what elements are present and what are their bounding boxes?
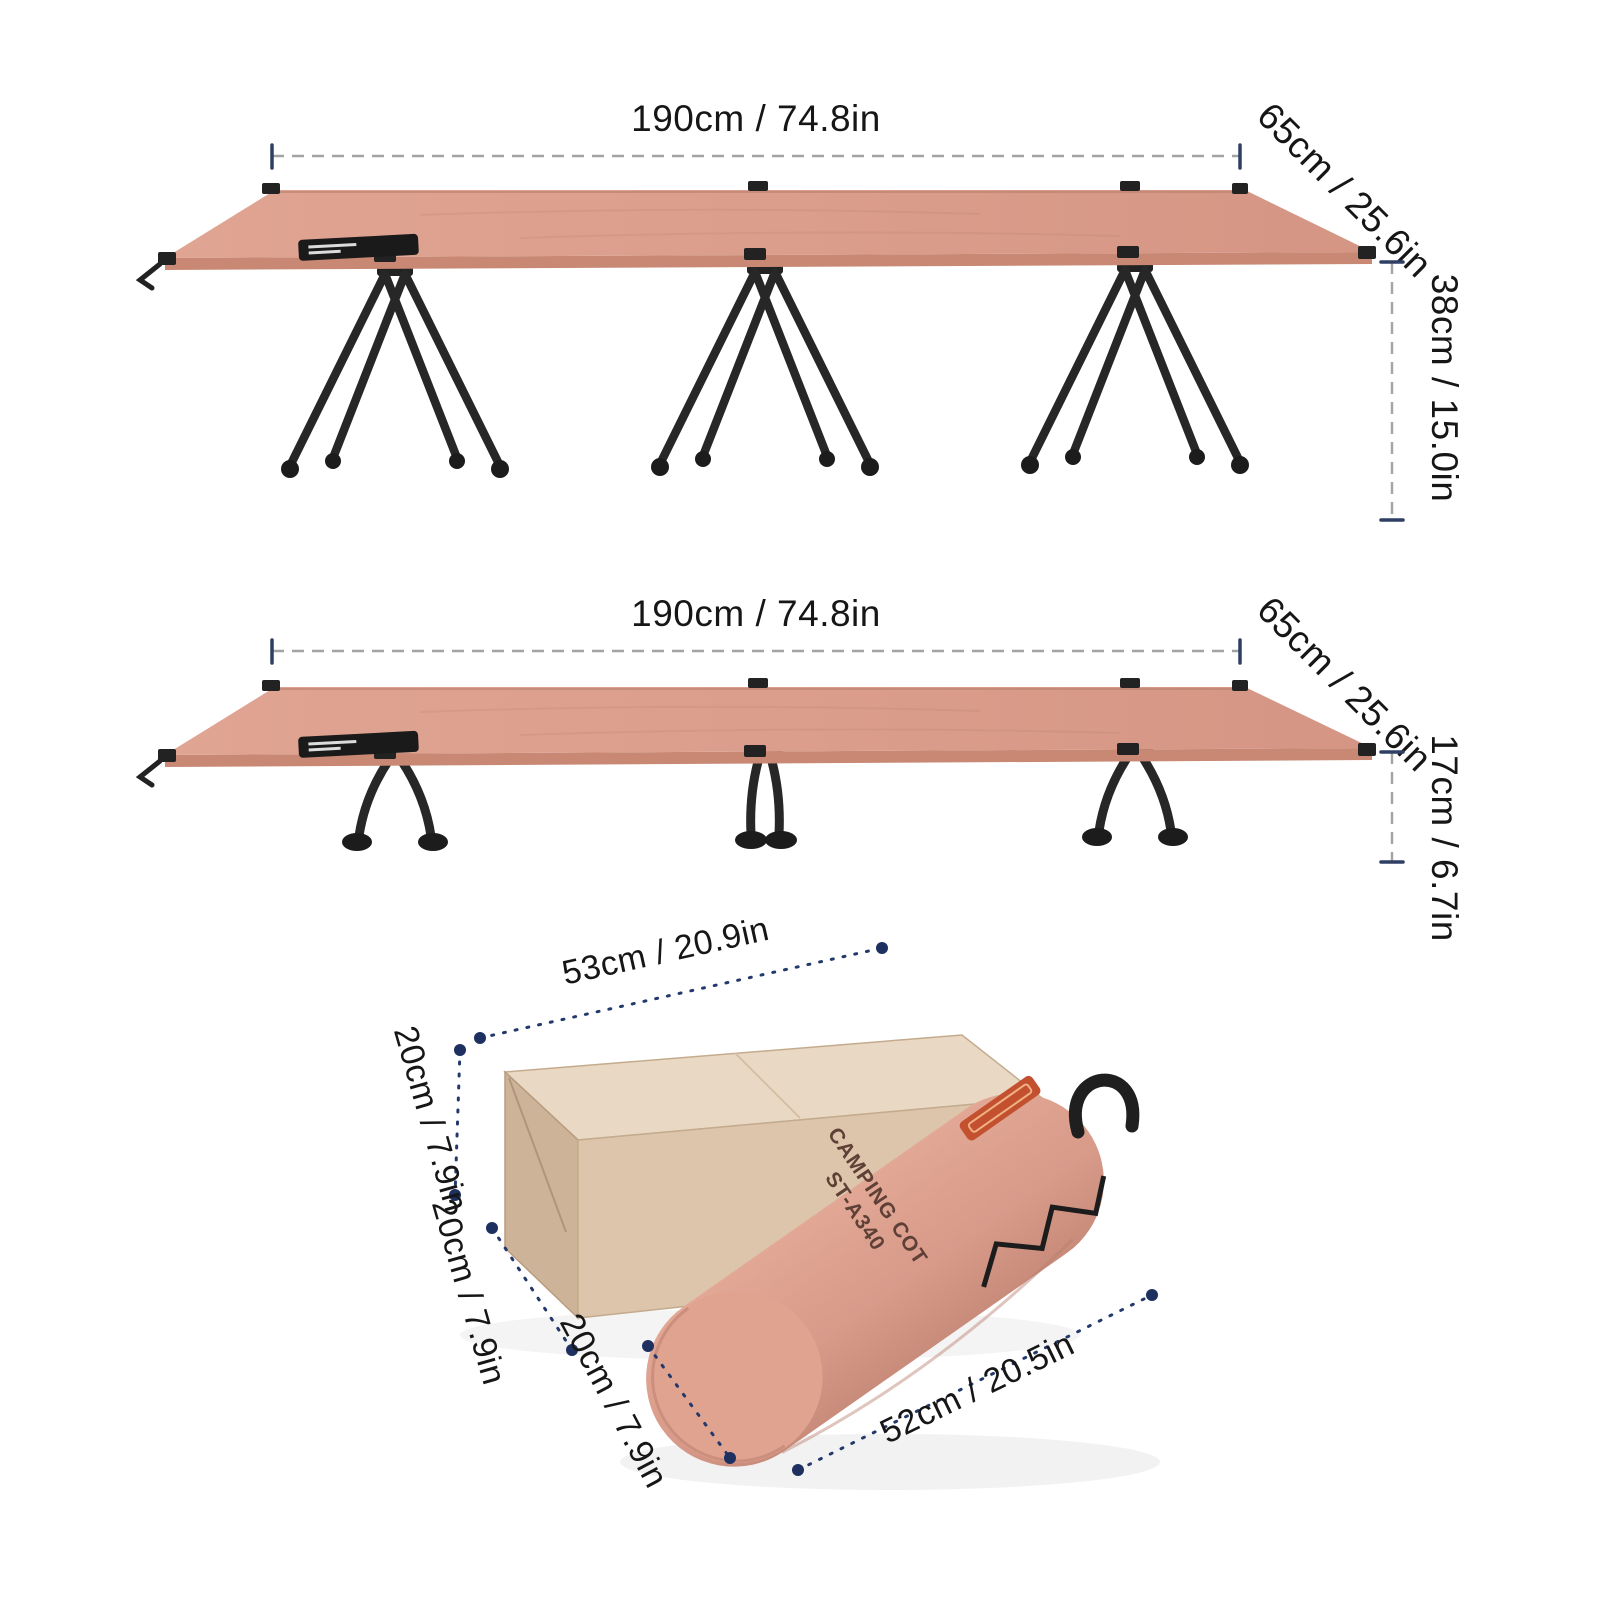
cot-low-height-label: 17cm / 6.7in — [1424, 734, 1465, 942]
cot-high-leg-right — [1021, 256, 1249, 474]
cot-high-brand-label — [298, 233, 419, 261]
cot-low-illustration — [135, 678, 1376, 851]
box-flap-seam — [508, 1077, 567, 1233]
dim-cot-high-height: 38cm / 15.0in — [1379, 260, 1465, 522]
bag-lace — [981, 1175, 1107, 1288]
cot-high-corner-strap — [135, 261, 163, 291]
cot-high-illustration — [135, 181, 1376, 478]
dim-cot-high-length: 190cm / 74.8in — [270, 98, 1242, 170]
package-illustration: CAMPING COT ST-A340 53cm / 20.9in 20cm /… — [386, 910, 1160, 1494]
fabric-folds-low — [419, 705, 1121, 736]
bag-patch — [959, 1075, 1041, 1141]
bag-handle — [1069, 1073, 1140, 1139]
box-top-seam — [734, 1052, 801, 1119]
bag-end-cap — [650, 1290, 823, 1463]
cot-high-leg-middle — [651, 258, 879, 476]
cot-low-front-rail — [165, 748, 1372, 767]
dim-box-height: 20cm / 7.9in — [386, 1022, 475, 1216]
cot-low-length-label: 190cm / 74.8in — [631, 593, 881, 634]
cot-high-height-label: 38cm / 15.0in — [1424, 274, 1465, 503]
cot-low-fabric — [165, 687, 1372, 755]
box-depth-label: 20cm / 7.9in — [424, 1195, 513, 1389]
cot-high-length-label: 190cm / 74.8in — [631, 98, 881, 139]
carry-bag: CAMPING COT ST-A340 — [646, 1073, 1140, 1467]
cot-high-leg-left — [281, 260, 509, 478]
dim-cot-low-height: 17cm / 6.7in — [1379, 734, 1465, 942]
dim-cot-low-length: 190cm / 74.8in — [270, 593, 1242, 665]
fabric-folds — [419, 208, 1121, 239]
cot-high-fabric — [165, 190, 1372, 258]
cot-low-brand-label — [298, 730, 419, 758]
dim-box-length: 53cm / 20.9in — [474, 910, 888, 1044]
cot-low-corner-strap — [135, 758, 163, 788]
